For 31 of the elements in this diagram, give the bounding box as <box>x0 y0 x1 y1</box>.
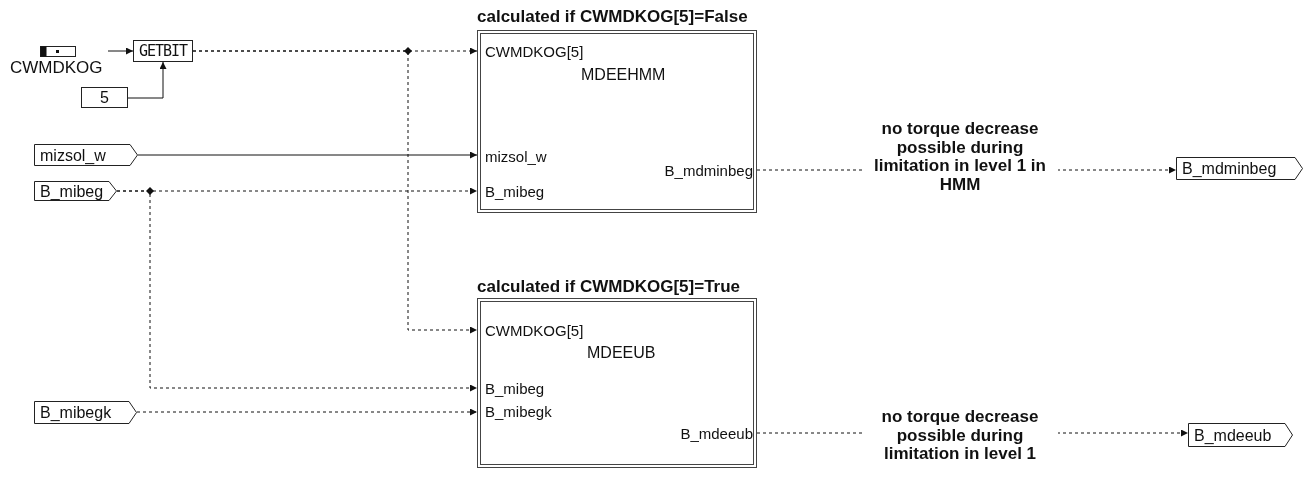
arrow <box>137 151 478 159</box>
signal-name: mizsol_w <box>40 147 106 164</box>
arrow <box>107 47 134 55</box>
constant-box: 5 <box>81 87 128 108</box>
function-box: GETBIT <box>133 40 193 62</box>
port-label: B_mibegk <box>485 404 552 419</box>
signal-tag <box>34 144 138 166</box>
port-label: B_mdeeub <box>680 426 753 441</box>
port-label: mizsol_w <box>485 149 547 164</box>
port-label: B_mibeg <box>485 381 545 396</box>
signal-name: B_mibeg <box>40 183 104 200</box>
arrow <box>136 408 478 416</box>
signal-name: B_mdminbeg <box>1182 161 1277 177</box>
signal-name: B_mdeeub <box>1194 427 1272 444</box>
parameter-name: CWMDKOG <box>10 59 103 76</box>
signal-tag <box>1188 423 1293 447</box>
port-label: CWMDKOG[5] <box>485 323 584 338</box>
arrow <box>127 61 167 99</box>
signal-tag <box>34 401 137 424</box>
port-label: B_mibeg <box>485 184 545 199</box>
block-name: MDEEUB <box>587 345 656 361</box>
signal-name: B_mibegk <box>40 405 112 421</box>
signal-tag <box>1176 157 1303 180</box>
signal-tag <box>34 181 117 201</box>
port-label: B_mdminbeg <box>664 163 753 178</box>
port-label: CWMDKOG[5] <box>485 44 584 59</box>
block-title: calculated if CWMDKOG[5]=False <box>477 8 748 25</box>
arrow <box>116 190 478 392</box>
block-name: MDEEHMM <box>581 67 666 83</box>
arrow <box>192 50 478 334</box>
block-title: calculated if CWMDKOG[5]=True <box>477 278 741 295</box>
